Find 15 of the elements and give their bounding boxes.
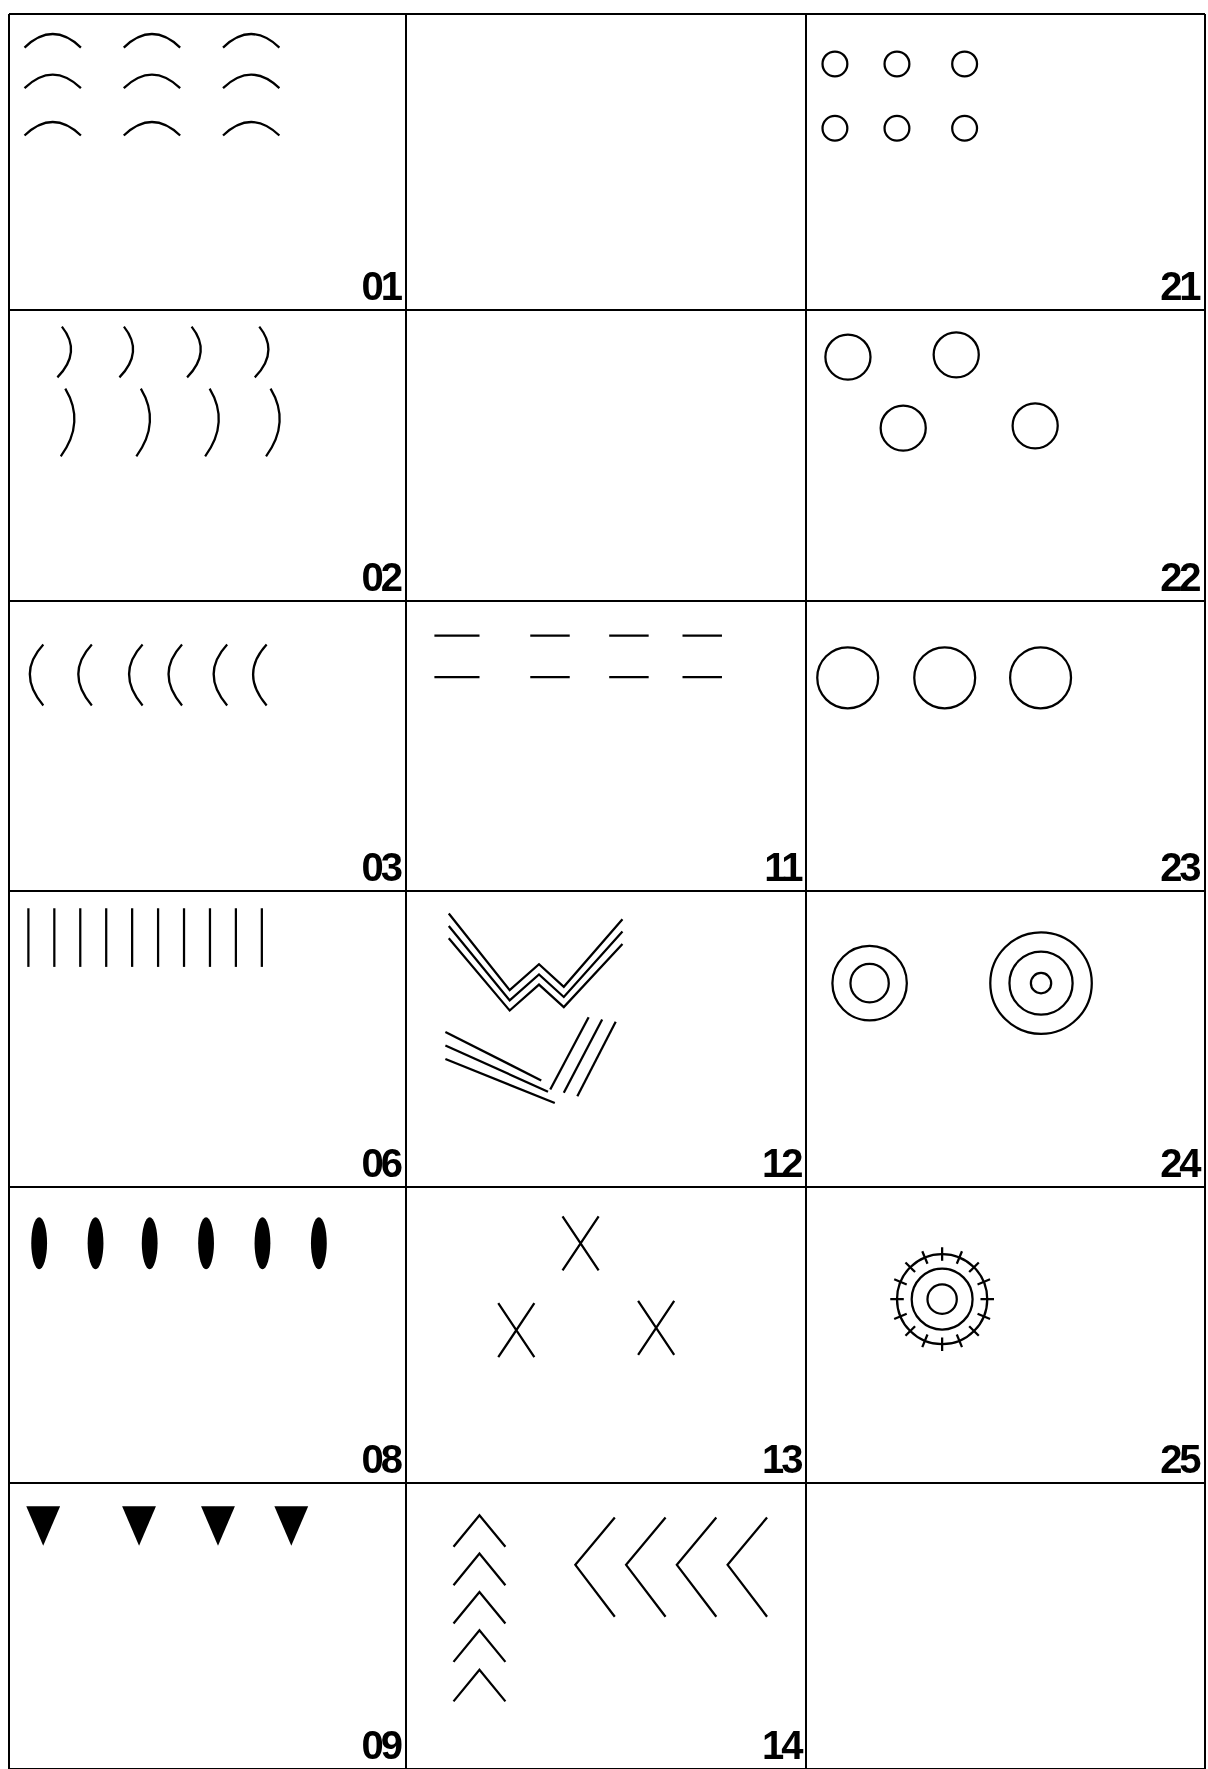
cell-number: 21 — [1160, 266, 1199, 307]
cell-number: 01 — [361, 266, 401, 307]
cell-number: 25 — [1160, 1439, 1199, 1480]
cell-number: 02 — [361, 557, 401, 598]
cell-number: 06 — [361, 1142, 401, 1183]
cell-number: 11 — [764, 847, 801, 888]
cell-number: 03 — [361, 847, 401, 888]
cell-number: 13 — [761, 1439, 801, 1480]
cell-number: 08 — [361, 1439, 401, 1480]
cell-number: 09 — [361, 1724, 401, 1765]
cell-number: 12 — [761, 1142, 801, 1183]
cell-number: 22 — [1160, 557, 1199, 598]
cell-number: 24 — [1160, 1142, 1199, 1183]
cell-number: 14 — [761, 1724, 801, 1765]
cell-number: 23 — [1160, 847, 1199, 888]
